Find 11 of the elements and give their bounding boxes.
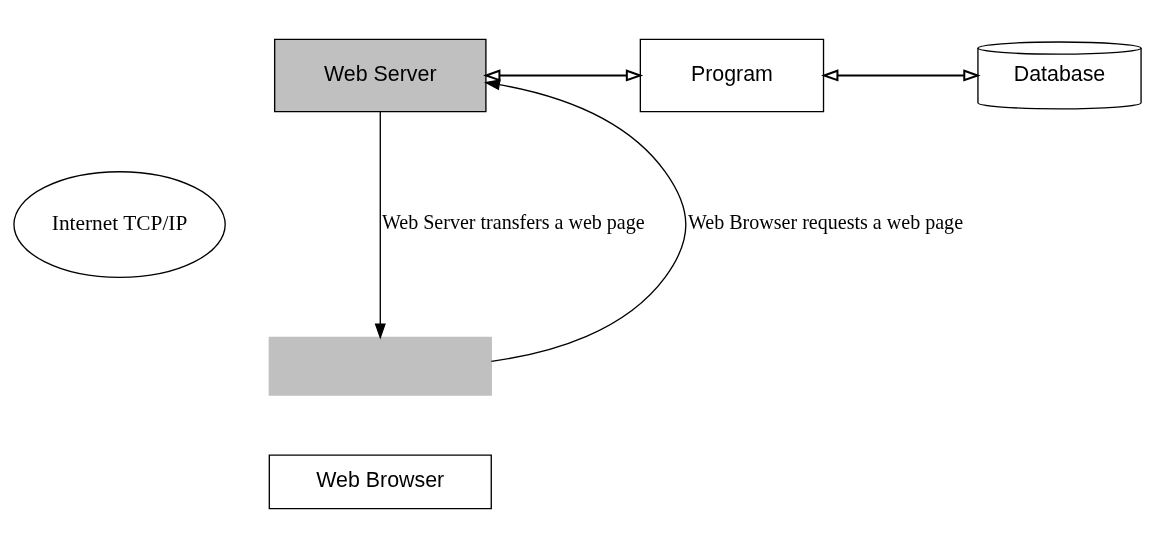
arrow bbox=[821, 68, 981, 82]
node-ellipse: Internet TCP/IP bbox=[13, 170, 226, 278]
node-box bbox=[268, 336, 492, 396]
node-box: Program bbox=[639, 38, 825, 112]
arrow bbox=[483, 78, 687, 362]
edge-label: Web Server transfers a web page bbox=[381, 210, 645, 233]
edge-label: Web Browser requests a web page bbox=[687, 210, 964, 233]
arrow bbox=[483, 68, 644, 82]
arrow bbox=[374, 110, 386, 339]
node-box: Web Browser bbox=[268, 454, 492, 509]
node-box: Web Server bbox=[274, 38, 487, 112]
